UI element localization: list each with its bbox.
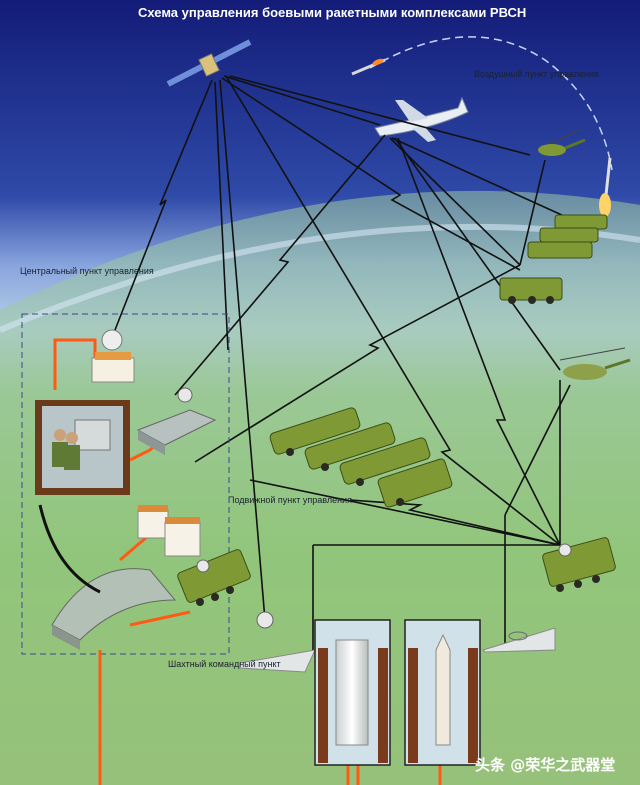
page-title: Схема управления боевыми ракетными компл…	[138, 5, 526, 20]
central-post-boundary	[21, 313, 230, 655]
mobile-command-vehicle-right	[542, 537, 616, 592]
operators-control-room	[35, 400, 130, 495]
missile-in-flight	[351, 58, 386, 76]
silo-antenna-pad-right	[482, 627, 556, 653]
arc-link	[38, 504, 101, 594]
command-silo	[314, 619, 391, 766]
label-mobile-post: Подвижной пункт управления	[228, 495, 352, 505]
radio-links	[114, 75, 596, 650]
silo-antenna-pad	[239, 611, 316, 673]
mobile-launchers-group-center	[269, 407, 453, 508]
label-silo-post: Шахтный командный пункт	[168, 659, 281, 669]
missile-silo	[404, 619, 481, 766]
mobile-launchers-group-top	[499, 214, 608, 304]
helicopter-right	[559, 347, 631, 380]
label-airborne-post: Воздушный пункт управления	[474, 69, 599, 79]
mobile-command-vehicle-left	[177, 549, 251, 606]
watermark: 头条 @荣华之武器堂	[475, 756, 615, 774]
bunker-with-antenna	[136, 387, 217, 455]
communication-buildings	[137, 505, 201, 557]
hangar-shelter	[51, 568, 177, 650]
satellite	[166, 39, 252, 87]
ground-station-dish-building	[91, 329, 135, 383]
missile-trajectory	[369, 36, 613, 171]
airborne-command-aircraft	[374, 96, 469, 142]
helicopter-top	[534, 129, 586, 156]
label-central-post: Центральный пункт управления	[20, 266, 154, 276]
launching-missile	[599, 157, 612, 217]
